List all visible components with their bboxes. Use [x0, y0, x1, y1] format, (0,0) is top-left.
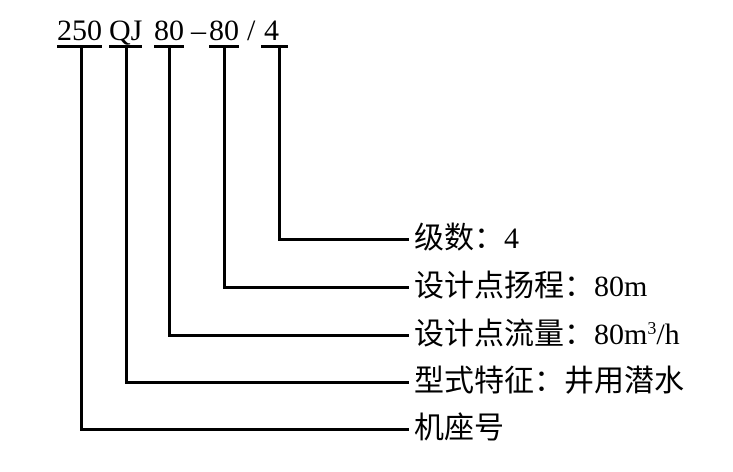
- label-flow: 设计点流量：80m3/h: [414, 318, 680, 352]
- label-stages: 级数：4: [414, 222, 519, 255]
- code-segment-head: 80: [209, 14, 239, 48]
- connector-line-frame: [80, 45, 409, 431]
- label-frame: 机座号: [414, 412, 504, 445]
- code-segment-type: QJ: [109, 14, 143, 48]
- code-segment-frame-size: 250: [57, 14, 102, 48]
- connector-line-stages: [278, 45, 409, 241]
- label-head: 设计点扬程：80m: [414, 270, 648, 303]
- connector-line-type: [125, 45, 409, 384]
- connector-line-flow: [168, 45, 409, 337]
- label-flow-superscript: 3: [647, 318, 657, 339]
- code-separator-dash: –: [191, 14, 206, 47]
- label-flow-suffix: /h: [656, 318, 680, 351]
- connector-line-head: [223, 45, 409, 289]
- code-separator-slash: /: [247, 14, 256, 47]
- code-segment-flow: 80: [154, 14, 184, 48]
- code-segment-stages: 4: [261, 16, 288, 48]
- label-type: 型式特征：井用潜水: [414, 365, 684, 398]
- label-flow-prefix: 设计点流量：80m: [414, 318, 648, 351]
